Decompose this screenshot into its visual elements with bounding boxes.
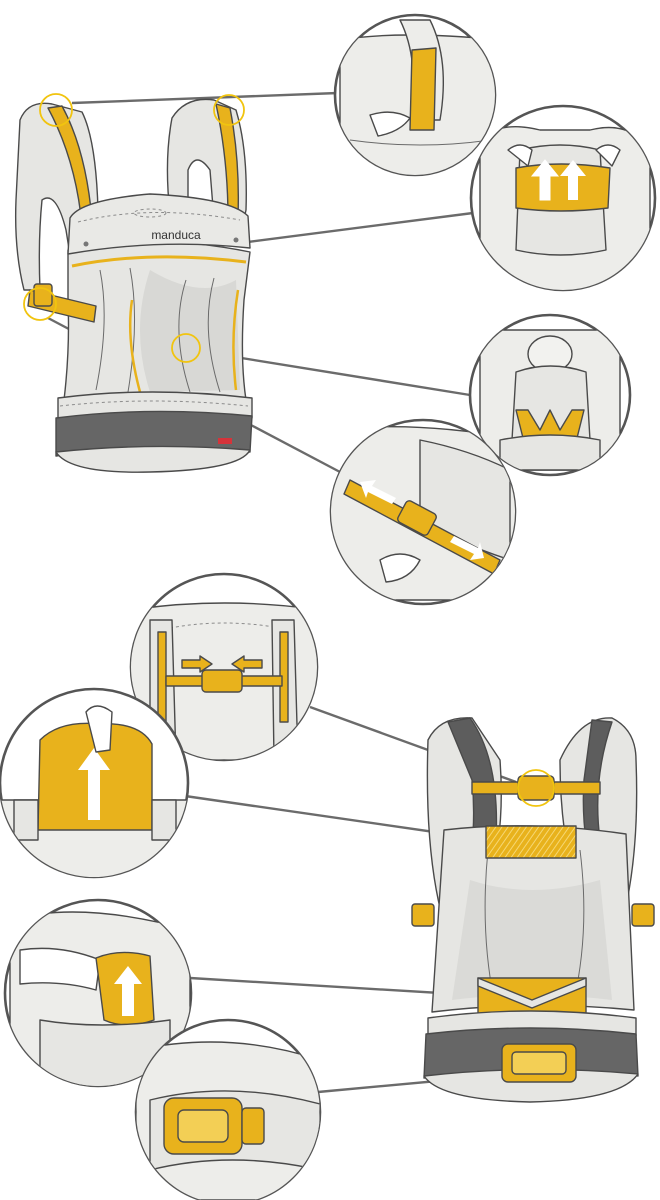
chest-buckle-marker xyxy=(517,769,555,807)
carrier-back-view xyxy=(411,717,655,1103)
detail-shoulder-buckle xyxy=(333,13,497,177)
detail-leg-padding xyxy=(468,313,632,477)
up-arrow-icon xyxy=(114,966,142,1016)
shoulder-buckle-marker xyxy=(39,93,73,127)
detail-seat-extension xyxy=(3,898,193,1088)
double-arrow-icon xyxy=(360,480,396,504)
leg-padding-marker xyxy=(171,333,201,363)
back-right-buckle-icon xyxy=(631,903,655,927)
detail-head-support xyxy=(0,687,190,879)
side-buckle-marker xyxy=(23,287,57,321)
detail-waist-buckle xyxy=(134,1018,322,1200)
shoulder-buckle-marker-right xyxy=(213,94,245,126)
brand-logo: manduca xyxy=(151,228,201,242)
up-arrow-icon xyxy=(530,159,560,201)
carrier-front-view: manduca xyxy=(14,93,253,473)
back-left-buckle-icon xyxy=(411,903,435,927)
side-strap-buckle-icon xyxy=(397,500,437,536)
shoulder-strap-buckle-icon xyxy=(409,47,437,131)
detail-sleep-hood xyxy=(469,104,657,292)
detail-side-strap xyxy=(329,418,517,606)
chest-strap-buckle-icon xyxy=(471,775,601,801)
waist-buckle-icon xyxy=(163,1097,265,1155)
sleep-hood-icon xyxy=(515,163,611,212)
up-arrow-icon xyxy=(78,748,110,820)
waist-buckle-icon xyxy=(501,1043,577,1083)
chest-strap-buckle-icon xyxy=(201,669,243,693)
brand-tag xyxy=(218,438,232,444)
